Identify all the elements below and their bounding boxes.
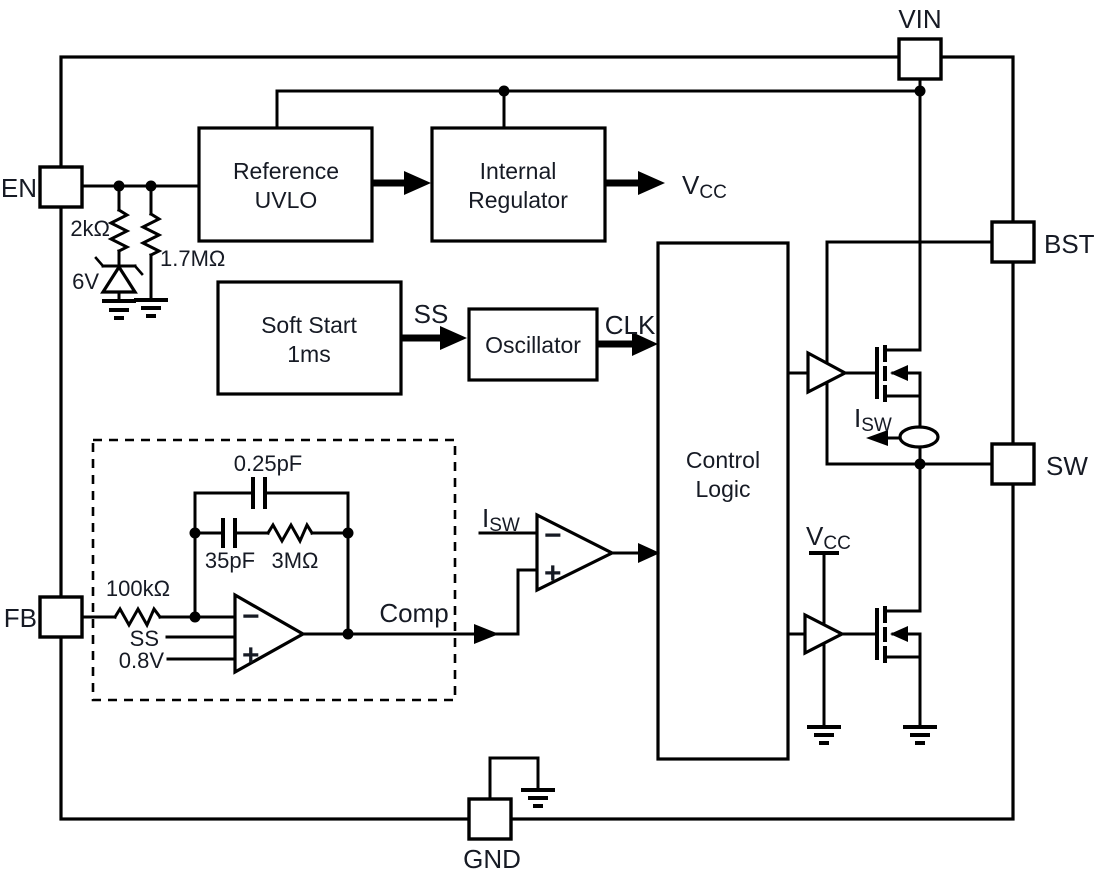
resistor-1p7m	[139, 211, 163, 258]
high-side-driver	[806, 350, 849, 395]
comparator-minus-sign: −	[544, 519, 562, 552]
ground-symbol	[903, 725, 937, 745]
ss-signal-label: SS	[414, 299, 449, 329]
vcc-output-label: VCC	[682, 170, 727, 203]
resistor-2k-label: 2kΩ	[70, 216, 110, 241]
zener-diode	[94, 256, 144, 303]
reference-uvlo-line2: UVLO	[255, 187, 318, 213]
low-side-stage: VCC	[786, 462, 937, 745]
resistor-2k	[107, 207, 131, 254]
arrow-softstart-to-oscillator: SS	[401, 299, 467, 350]
arrow-regulator-to-vcc: VCC	[605, 170, 727, 203]
control-logic-block: Control Logic	[656, 241, 790, 761]
soft-start-block: Soft Start 1ms	[216, 280, 403, 396]
pin-en: EN	[1, 165, 84, 209]
capacitor-35pf-label: 35pF	[205, 548, 255, 573]
pin-vin: VIN	[897, 4, 943, 81]
capacitor-0p25pf	[251, 477, 267, 509]
internal-regulator-line1: Internal	[480, 158, 557, 184]
resistor-3m	[265, 521, 315, 545]
pin-gnd-label: GND	[463, 844, 521, 874]
control-logic-line2: Logic	[696, 476, 751, 502]
current-comparator: ISW − +	[478, 503, 660, 593]
resistor-100k	[112, 605, 163, 629]
ground-symbol	[521, 788, 555, 808]
error-amp-minus-sign: −	[242, 600, 260, 633]
arrow-oscillator-to-control: CLK	[597, 310, 658, 356]
low-side-mosfet	[875, 462, 922, 729]
current-sense-source: ISW	[854, 403, 940, 449]
pin-bst: BST	[990, 220, 1095, 264]
ground-symbol	[134, 298, 168, 318]
pin-sw: SW	[990, 442, 1088, 486]
high-side-mosfet	[875, 345, 922, 402]
oscillator-block: Oscillator	[467, 307, 599, 382]
pin-vin-label: VIN	[898, 4, 941, 34]
en-input-network: 2kΩ 6V 1.7MΩ	[70, 180, 225, 320]
compensation-network: 100kΩ 0.25pF 35pF 3MΩ SS 0.8V − + Comp	[80, 438, 520, 702]
ground-symbol	[807, 725, 841, 745]
ground-symbol	[102, 299, 136, 320]
comp-signal-label: Comp	[379, 598, 448, 628]
resistor-100k-label: 100kΩ	[106, 576, 170, 601]
pin-bst-label: BST	[1044, 229, 1095, 259]
isw-comparator-input-label: ISW	[482, 503, 520, 536]
compensation-dashed-box	[91, 438, 457, 702]
resistor-3m-label: 3MΩ	[271, 548, 318, 573]
pin-gnd: GND	[463, 797, 521, 874]
internal-regulator-block: Internal Regulator	[430, 126, 607, 243]
soft-start-line1: Soft Start	[261, 312, 357, 338]
gnd-internal-net	[488, 756, 555, 808]
ic-outline	[59, 55, 1015, 821]
pin-fb: FB	[4, 595, 84, 639]
comparator-plus-sign: +	[544, 557, 562, 590]
reference-uvlo-line1: Reference	[233, 158, 339, 184]
pin-en-label: EN	[1, 173, 37, 203]
error-amp-vref-label: 0.8V	[119, 648, 165, 673]
vin-rail-net	[275, 77, 926, 352]
comp-to-comparator-route	[474, 568, 539, 644]
resistor-1p7m-label: 1.7MΩ	[160, 246, 225, 271]
capacitor-35pf	[221, 518, 237, 548]
error-amp-plus-sign: +	[242, 639, 260, 672]
low-side-driver	[803, 612, 846, 656]
clk-signal-label: CLK	[605, 310, 656, 340]
vcc-rail-label: VCC	[806, 521, 851, 554]
pin-sw-label: SW	[1046, 451, 1088, 481]
reference-uvlo-block: Reference UVLO	[197, 126, 374, 243]
error-amp-ss-label: SS	[130, 626, 159, 651]
control-logic-line1: Control	[686, 447, 760, 473]
pin-fb-label: FB	[4, 603, 37, 633]
error-amplifier	[233, 592, 307, 675]
oscillator-label: Oscillator	[485, 332, 581, 358]
internal-regulator-line2: Regulator	[468, 187, 568, 213]
zener-voltage-label: 6V	[72, 269, 99, 294]
isw-sense-label: ISW	[854, 403, 892, 436]
soft-start-line2: 1ms	[287, 341, 330, 367]
comparator-triangle	[535, 512, 616, 593]
arrow-uvlo-to-regulator	[372, 171, 431, 195]
capacitor-0p25pf-label: 0.25pF	[234, 451, 303, 476]
high-side-stage: ISW	[786, 240, 994, 470]
